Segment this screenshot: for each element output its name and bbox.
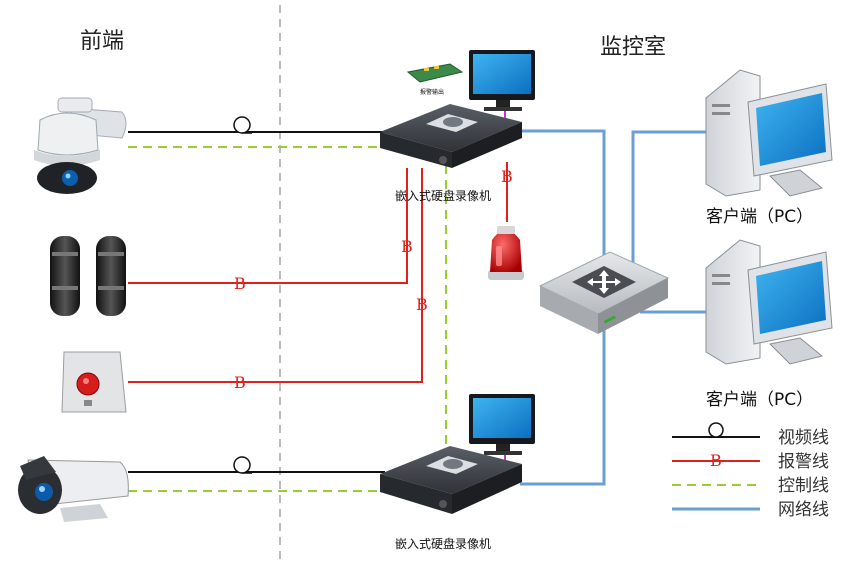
network-switch [538, 251, 670, 334]
pc-bottom-screen [756, 261, 826, 334]
coax-symbol-top [233, 116, 251, 134]
legend-item-video: 视频线 [672, 422, 829, 448]
dvr-bottom-label: 嵌入式硬盘录像机 [395, 536, 491, 551]
alarm-card-label: 报警输出 [420, 88, 444, 96]
dvr-bottom [380, 446, 522, 514]
emergency-button [61, 351, 127, 413]
front-zone-title: 前端 [80, 29, 124, 54]
coax-symbol-bottom [233, 456, 251, 474]
alarm-output-card: 报警输出 [406, 63, 464, 96]
legend-label-network: 网络线 [778, 500, 829, 520]
infrared-beam-detector [50, 236, 126, 316]
control-room-title: 监控室 [600, 35, 666, 60]
alarm-marker-beam: B [234, 274, 246, 293]
monitor-top-screen [473, 54, 531, 94]
dome-camera [34, 97, 127, 194]
legend-label-control: 控制线 [778, 476, 829, 496]
dvr2-network-line [520, 330, 606, 486]
coax-symbols [233, 116, 252, 474]
legend-alarm-marker: B [710, 451, 722, 470]
legend-item-network: 网络线 [672, 500, 829, 520]
alarm-siren [488, 226, 524, 280]
monitor-bottom-screen [473, 398, 531, 438]
network-links [520, 129, 712, 486]
pc-top-label: 客户端（PC） [706, 207, 813, 227]
video-links [128, 131, 385, 473]
legend-item-control: 控制线 [672, 476, 829, 496]
alarm-links [128, 162, 508, 383]
dvr1-network-line [520, 129, 606, 280]
bullet-camera [18, 456, 129, 522]
legend-label-alarm: 报警线 [778, 452, 829, 472]
dome-lens [62, 170, 78, 186]
pc-client-top [705, 69, 833, 197]
pc-client-bottom [705, 239, 833, 365]
alarm-marker-siren: B [501, 167, 513, 186]
dvr-top [380, 104, 522, 168]
alarm-marker-vertical-b: B [416, 295, 428, 314]
control-links [128, 146, 447, 492]
monitor-top [469, 50, 535, 111]
pc1-network-line [631, 130, 712, 278]
legend: 视频线 B 报警线 控制线 网络线 [672, 422, 829, 520]
button-alarm-line [128, 168, 423, 383]
legend-label-video: 视频线 [778, 428, 829, 448]
switch-arrows-icon [587, 270, 621, 294]
bullet-lens [35, 483, 53, 501]
beam-alarm-line [128, 168, 408, 284]
pc-bottom-label: 客户端（PC） [706, 390, 813, 410]
pc-top-screen [756, 93, 826, 166]
alarm-marker-button: B [234, 373, 246, 392]
dvr-top-label: 嵌入式硬盘录像机 [395, 188, 491, 203]
monitor-bottom [469, 394, 535, 455]
legend-item-alarm: B 报警线 [672, 451, 829, 472]
alarm-marker-vertical-a: B [401, 237, 413, 256]
